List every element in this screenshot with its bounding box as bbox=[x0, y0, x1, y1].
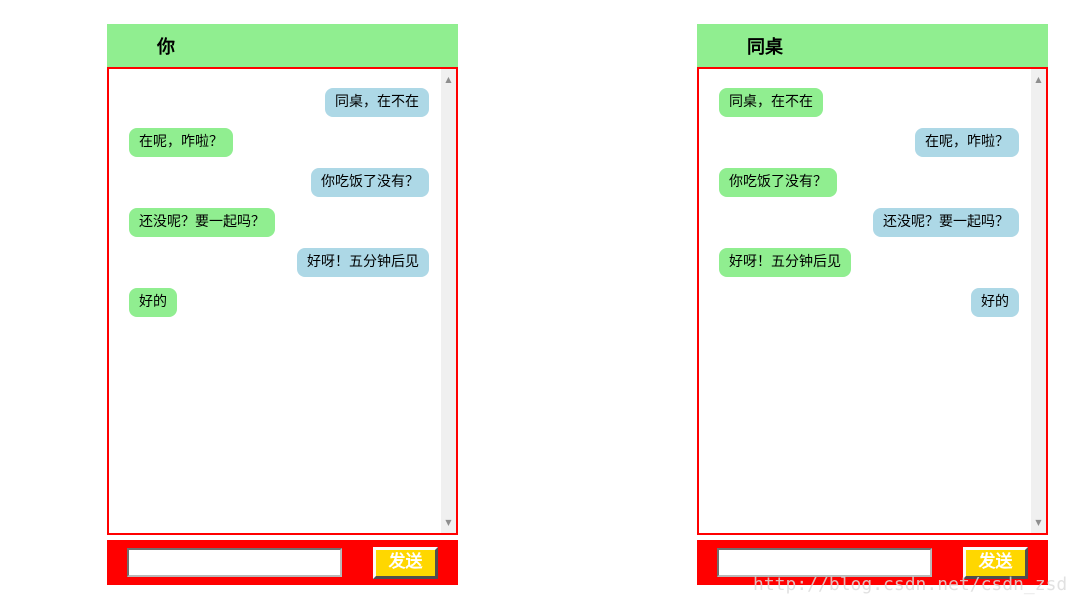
message-bubble: 你吃饭了没有？ bbox=[311, 168, 429, 197]
message-row: 还没呢？要一起吗？ bbox=[129, 208, 456, 237]
message-row: 好呀！五分钟后见 bbox=[719, 248, 1046, 277]
message-bubble: 好呀！五分钟后见 bbox=[297, 248, 429, 277]
message-row: 好的 bbox=[129, 288, 456, 317]
scroll-down-icon[interactable]: ▼ bbox=[445, 518, 452, 527]
send-button[interactable]: 发送 bbox=[963, 546, 1028, 579]
message-bubble: 在呢，咋啦？ bbox=[915, 128, 1019, 157]
chat-title: 你 bbox=[157, 36, 175, 58]
message-row: 同桌，在不在 bbox=[129, 88, 456, 117]
message-row: 同桌，在不在 bbox=[719, 88, 1046, 117]
chat-header: 你 bbox=[107, 24, 458, 67]
scroll-up-icon[interactable]: ▲ bbox=[1035, 75, 1042, 84]
message-row: 在呢，咋啦？ bbox=[719, 128, 1046, 157]
send-bar: 发送 bbox=[107, 540, 458, 585]
chat-window-you: 你 同桌，在不在 在呢，咋啦？ 你吃饭了没有？ 还没呢？要一起吗？ 好呀！五分钟… bbox=[107, 24, 458, 585]
message-row: 还没呢？要一起吗？ bbox=[719, 208, 1046, 237]
message-area: 同桌，在不在 在呢，咋啦？ 你吃饭了没有？ 还没呢？要一起吗？ 好呀！五分钟后见… bbox=[697, 67, 1048, 535]
chat-header: 同桌 bbox=[697, 24, 1048, 67]
message-bubble: 好的 bbox=[971, 288, 1019, 317]
message-bubble: 同桌，在不在 bbox=[325, 88, 429, 117]
message-bubble: 好呀！五分钟后见 bbox=[719, 248, 851, 277]
message-row: 好的 bbox=[719, 288, 1046, 317]
message-list: 同桌，在不在 在呢，咋啦？ 你吃饭了没有？ 还没呢？要一起吗？ 好呀！五分钟后见… bbox=[109, 69, 456, 317]
message-bubble: 还没呢？要一起吗？ bbox=[873, 208, 1019, 237]
message-bubble: 在呢，咋啦？ bbox=[129, 128, 233, 157]
message-bubble: 你吃饭了没有？ bbox=[719, 168, 837, 197]
message-bubble: 还没呢？要一起吗？ bbox=[129, 208, 275, 237]
message-input[interactable] bbox=[127, 548, 342, 577]
message-bubble: 好的 bbox=[129, 288, 177, 317]
message-list: 同桌，在不在 在呢，咋啦？ 你吃饭了没有？ 还没呢？要一起吗？ 好呀！五分钟后见… bbox=[699, 69, 1046, 317]
message-area: 同桌，在不在 在呢，咋啦？ 你吃饭了没有？ 还没呢？要一起吗？ 好呀！五分钟后见… bbox=[107, 67, 458, 535]
scroll-down-icon[interactable]: ▼ bbox=[1035, 518, 1042, 527]
scrollbar[interactable]: ▲ ▼ bbox=[1031, 69, 1046, 533]
chat-window-deskmate: 同桌 同桌，在不在 在呢，咋啦？ 你吃饭了没有？ 还没呢？要一起吗？ 好呀！五分… bbox=[697, 24, 1048, 585]
message-row: 你吃饭了没有？ bbox=[719, 168, 1046, 197]
message-row: 在呢，咋啦？ bbox=[129, 128, 456, 157]
message-row: 好呀！五分钟后见 bbox=[129, 248, 456, 277]
chat-title: 同桌 bbox=[747, 36, 783, 58]
scrollbar[interactable]: ▲ ▼ bbox=[441, 69, 456, 533]
send-bar: 发送 bbox=[697, 540, 1048, 585]
send-button[interactable]: 发送 bbox=[373, 546, 438, 579]
message-row: 你吃饭了没有？ bbox=[129, 168, 456, 197]
message-bubble: 同桌，在不在 bbox=[719, 88, 823, 117]
message-input[interactable] bbox=[717, 548, 932, 577]
scroll-up-icon[interactable]: ▲ bbox=[445, 75, 452, 84]
